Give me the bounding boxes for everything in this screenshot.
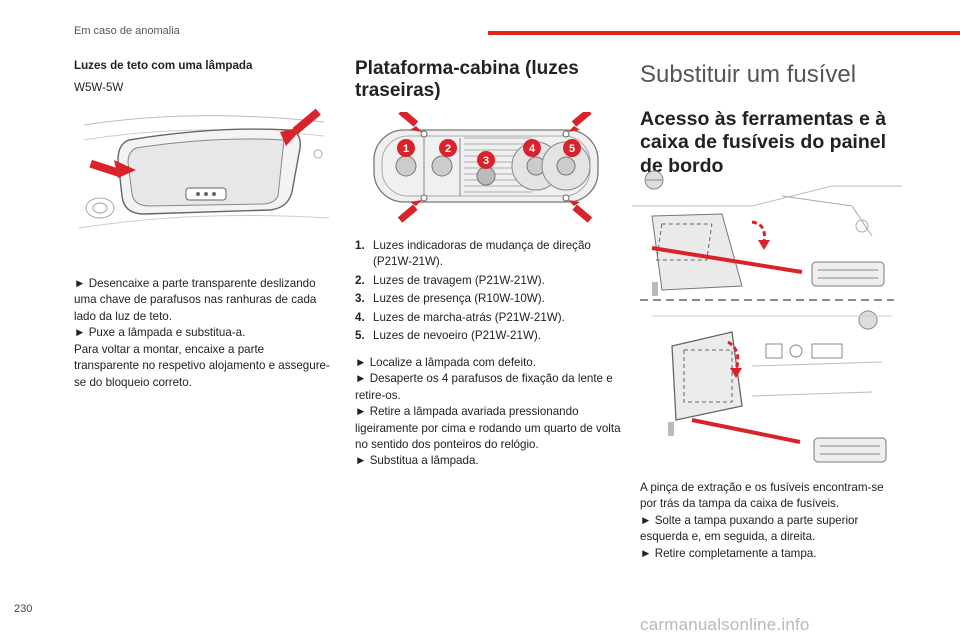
instruction-paragraph: A pinça de extração e os fusíveis encont… xyxy=(640,481,884,511)
list-item: 5.Luzes de nevoeiro (P21W-21W). xyxy=(355,329,541,343)
list-item: 3.Luzes de presença (R10W-10W). xyxy=(355,292,545,306)
ceiling-light-illustration xyxy=(78,108,330,229)
instruction-paragraph: ► Localize a lâmpada com defeito. xyxy=(355,355,536,369)
callout-5: 5 xyxy=(569,143,575,155)
fuse-box-access-illustration xyxy=(632,170,902,463)
callout-3: 3 xyxy=(483,155,489,167)
callout-2: 2 xyxy=(445,143,451,155)
instruction-paragraph: ► Puxe a lâmpada e substitua-a. xyxy=(74,326,246,340)
column-ceiling-light: Luzes de teto com uma lâmpada W5W-5W xyxy=(74,58,330,97)
bulb-type: W5W-5W xyxy=(74,81,124,95)
callout-1: 1 xyxy=(403,143,409,155)
callout-4: 4 xyxy=(529,143,536,155)
header-accent-bar xyxy=(488,31,960,35)
column-rear-lights: Plataforma-cabina (luzes traseiras) xyxy=(355,58,625,103)
instruction-paragraph: ► Desaperte os 4 parafusos de fixação da… xyxy=(355,372,613,402)
instruction-paragraph: ► Substitua a lâmpada. xyxy=(355,454,479,468)
list-item: 2.Luzes de travagem (P21W-21W). xyxy=(355,273,545,287)
page-number: 230 xyxy=(14,603,33,615)
instruction-paragraph: Para voltar a montar, encaixe a parte tr… xyxy=(74,342,330,389)
column-fuse: Substituir um fusível Acesso às ferramen… xyxy=(640,58,900,178)
rear-lights-list: 1.Luzes indicadoras de mudança de direçã… xyxy=(355,238,625,470)
watermark: carmanualsonline.info xyxy=(640,615,810,634)
fuse-instructions: A pinça de extração e os fusíveis encont… xyxy=(640,480,900,562)
section-title-ceiling-light: Luzes de teto com uma lâmpada xyxy=(74,59,253,72)
instruction-paragraph: ► Desencaixe a parte transparente desliz… xyxy=(74,277,317,323)
subsection-title-fuse-access: Acesso às ferramentas e à caixa de fusív… xyxy=(640,108,887,177)
instruction-paragraph: ► Retire completamente a tampa. xyxy=(640,546,817,560)
instruction-paragraph: ► Retire a lâmpada avariada pressionando… xyxy=(355,405,621,451)
section-title-rear-lights: Plataforma-cabina (luzes traseiras) xyxy=(355,58,579,102)
ceiling-light-instructions: ► Desencaixe a parte transparente desliz… xyxy=(74,276,330,391)
list-item: 1.Luzes indicadoras de mudança de direçã… xyxy=(355,239,591,269)
instruction-paragraph: ► Solte a tampa puxando a parte superior… xyxy=(640,513,859,544)
running-header: Em caso de anomalia xyxy=(74,25,180,37)
list-item: 4.Luzes de marcha-atrás (P21W-21W). xyxy=(355,310,565,324)
rear-light-cluster-illustration: 1 2 3 4 5 xyxy=(373,112,599,223)
section-title-fuse: Substituir um fusível xyxy=(640,61,857,88)
